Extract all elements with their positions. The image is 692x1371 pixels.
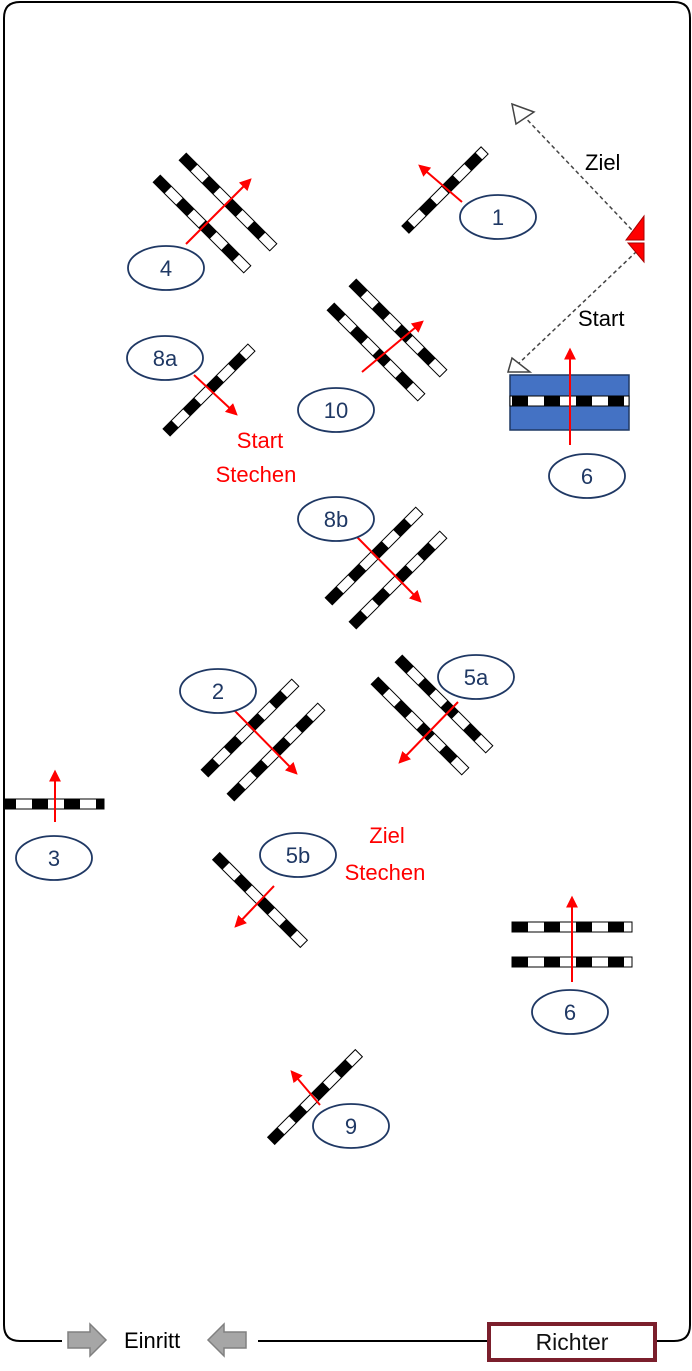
number-ring [259, 832, 337, 878]
number-ring [179, 668, 257, 714]
arena-border [3, 1, 691, 1342]
number-ring [548, 453, 626, 499]
obstacle-5a [370, 654, 494, 776]
obstacle-8b [324, 506, 448, 630]
number-ring [531, 989, 609, 1035]
obstacle-9 [266, 1048, 364, 1146]
number-ring [297, 387, 375, 433]
obstacle-number-7: 6 [581, 464, 593, 489]
obstacle-3 [3, 769, 105, 822]
obstacle-5b [211, 851, 309, 949]
obstacle-8a [162, 343, 256, 437]
obstacle-number-10: 10 [324, 398, 348, 423]
number-ring [312, 1103, 390, 1149]
entrance: Einritt [67, 1322, 247, 1358]
start-flag-red-icon [626, 242, 645, 264]
number-ring [15, 835, 93, 881]
finish-flag-white-icon [511, 102, 536, 126]
number-ring [127, 245, 205, 291]
number-ring [126, 335, 204, 381]
obstacle-number-4: 4 [160, 256, 172, 281]
number-ring [297, 496, 375, 542]
start-flag-white-icon [507, 356, 533, 373]
judge-label: Richter [535, 1328, 609, 1355]
obstacle-number-3: 3 [48, 846, 60, 871]
obstacle-10 [326, 278, 448, 402]
jumpoff-finish-label: Stechen [345, 860, 426, 885]
obstacle-number-5b: 5b [286, 843, 310, 868]
obstacle-number-8b: 8b [324, 507, 348, 532]
judge-box: Richter [487, 1322, 657, 1362]
finish-label: Ziel [585, 150, 620, 175]
jumpoff-start-label: Stechen [216, 462, 297, 487]
obstacle-number-2: 2 [212, 679, 224, 704]
obstacle-1 [401, 146, 489, 234]
start-finish-line [507, 102, 645, 373]
number-ring [437, 654, 515, 700]
number-ring [459, 194, 537, 240]
obstacle-6 [511, 895, 633, 982]
entrance-label: Einritt [124, 1328, 180, 1353]
jumpoff-start-label: Start [237, 428, 283, 453]
obstacle-4 [152, 152, 278, 274]
obstacle-number-5a: 5a [464, 665, 489, 690]
obstacle-number-8a: 8a [153, 346, 178, 371]
obstacle-7 [509, 347, 630, 445]
jumpoff-finish-label: Ziel [369, 823, 404, 848]
obstacle-number-1: 1 [492, 205, 504, 230]
obstacle-number-6: 6 [564, 1000, 576, 1025]
finish-flag-red-icon [625, 214, 645, 241]
obstacle-2 [200, 678, 326, 802]
entrance-arrow-right-icon [67, 1322, 108, 1358]
start-label: Start [578, 306, 624, 331]
obstacle-number-9: 9 [345, 1114, 357, 1139]
entrance-arrow-left-icon [206, 1322, 247, 1358]
